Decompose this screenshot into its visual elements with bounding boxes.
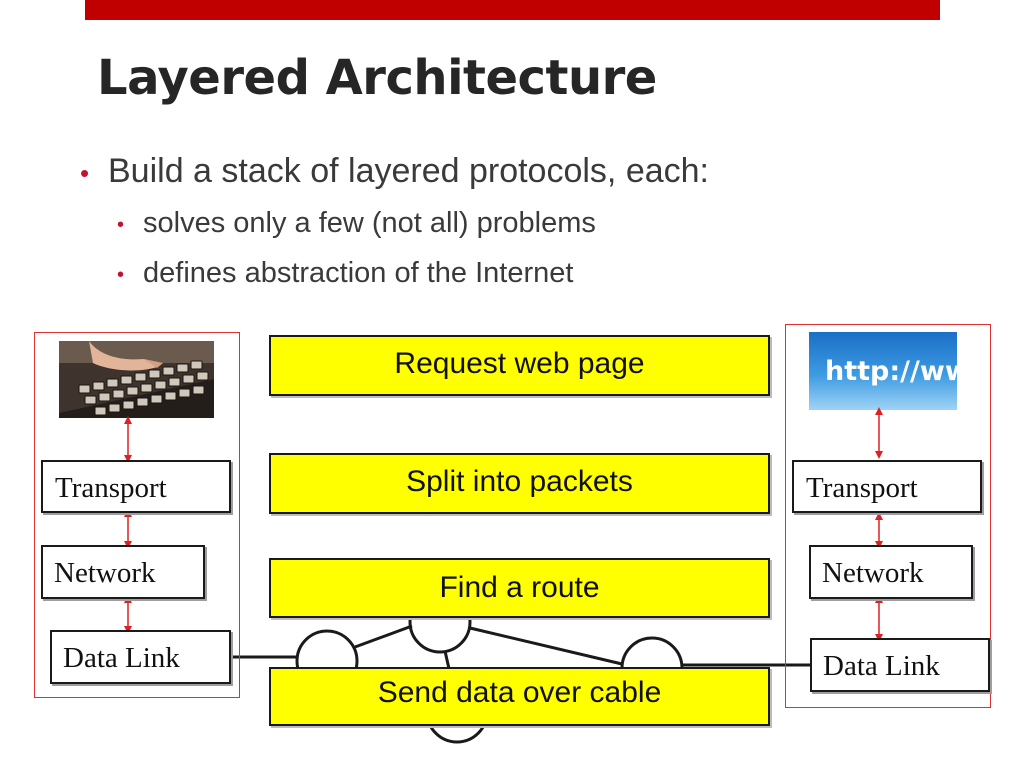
- left-host-frame: [34, 332, 240, 698]
- http-url-text: http://www: [825, 356, 957, 387]
- left-layer-data-link: Data Link: [50, 630, 231, 684]
- step-label: Split into packets: [406, 465, 633, 498]
- right-layer-data-link: Data Link: [810, 638, 990, 692]
- step-label: Send data over cable: [377, 676, 662, 709]
- step-label: Request web page: [394, 347, 645, 380]
- bullet-dot-icon: •: [117, 214, 125, 236]
- http-url-image: http://www: [809, 332, 957, 410]
- bullet-dot-icon: •: [117, 264, 125, 286]
- left-layer-network: Network: [41, 545, 205, 599]
- right-host-frame: [785, 324, 991, 708]
- left-layer-transport: Transport: [41, 460, 231, 513]
- link-node2-node3: [469, 626, 623, 666]
- step-split-into-packets: Split into packets: [269, 453, 770, 514]
- sub-bullet-2-text: defines abstraction of the Internet: [143, 257, 574, 289]
- sub-bullet-2: • defines abstraction of the Internet: [117, 257, 574, 290]
- step-request-web-page: Request web page: [269, 335, 770, 396]
- link-node1-node2: [354, 624, 413, 649]
- step-find-a-route: Find a route: [269, 558, 770, 618]
- keyboard-image: [59, 341, 214, 418]
- sub-bullet-1-text: solves only a few (not all) problems: [143, 207, 596, 239]
- right-layer-network: Network: [809, 545, 973, 599]
- right-layer-transport: Transport: [792, 460, 982, 513]
- step-label: Find a route: [439, 571, 600, 604]
- bullet-main-text: Build a stack of layered protocols, each…: [108, 152, 709, 190]
- slide-title: Layered Architecture: [97, 50, 657, 106]
- header-accent-bar: [85, 0, 940, 20]
- bullet-main: • Build a stack of layered protocols, ea…: [80, 152, 709, 191]
- bullet-dot-icon: •: [80, 158, 90, 188]
- step-send-data-over-cable: Send data over cable: [269, 667, 770, 726]
- sub-bullet-1: • solves only a few (not all) problems: [117, 207, 596, 240]
